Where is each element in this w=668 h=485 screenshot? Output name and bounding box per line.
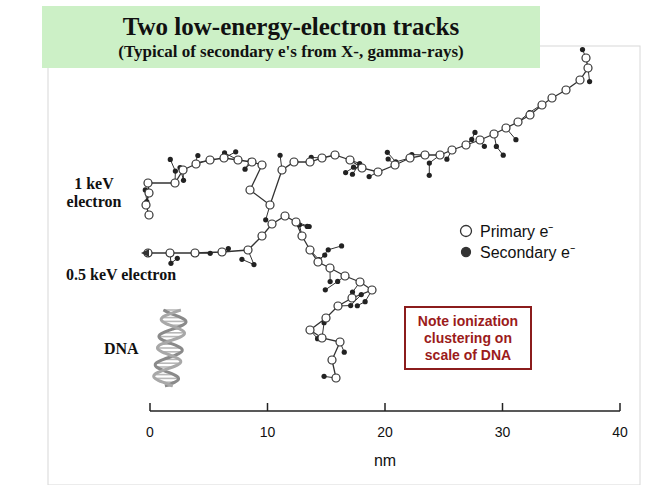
legend-row: Secondary e⁻ — [458, 241, 575, 262]
tick-label: 10 — [260, 424, 276, 440]
track-label: 1 keV electron — [52, 175, 136, 212]
dna-label: DNA — [104, 340, 139, 358]
tick-label: 20 — [377, 424, 393, 440]
tick-label: 0 — [146, 424, 154, 440]
tick-label: 30 — [495, 424, 511, 440]
electron-tracks — [141, 47, 592, 382]
plot-panel — [48, 46, 640, 485]
axis-unit: nm — [374, 452, 396, 470]
legend-text: Secondary e⁻ — [480, 241, 575, 263]
title-box: Two low-energy-electron tracks(Typical o… — [42, 6, 540, 68]
legend: Primary e⁻Secondary e⁻ — [458, 220, 575, 262]
legend-text: Primary e⁻ — [480, 220, 553, 242]
legend-row: Primary e⁻ — [458, 220, 575, 241]
legend-swatch — [458, 244, 474, 260]
legend-swatch — [458, 223, 474, 239]
dna-helix — [154, 310, 187, 386]
nm-axis — [150, 403, 620, 411]
note-box: Note ionization clustering on scale of D… — [404, 306, 532, 370]
box-subheading: (Typical of secondary e's from X-, gamma… — [52, 42, 530, 62]
track-label: 0.5 keV electron — [66, 266, 176, 284]
box-heading: Note ionization clustering on scale of D… — [412, 313, 524, 363]
box-heading: Two low-energy-electron tracks — [52, 12, 530, 42]
tick-label: 40 — [612, 424, 628, 440]
